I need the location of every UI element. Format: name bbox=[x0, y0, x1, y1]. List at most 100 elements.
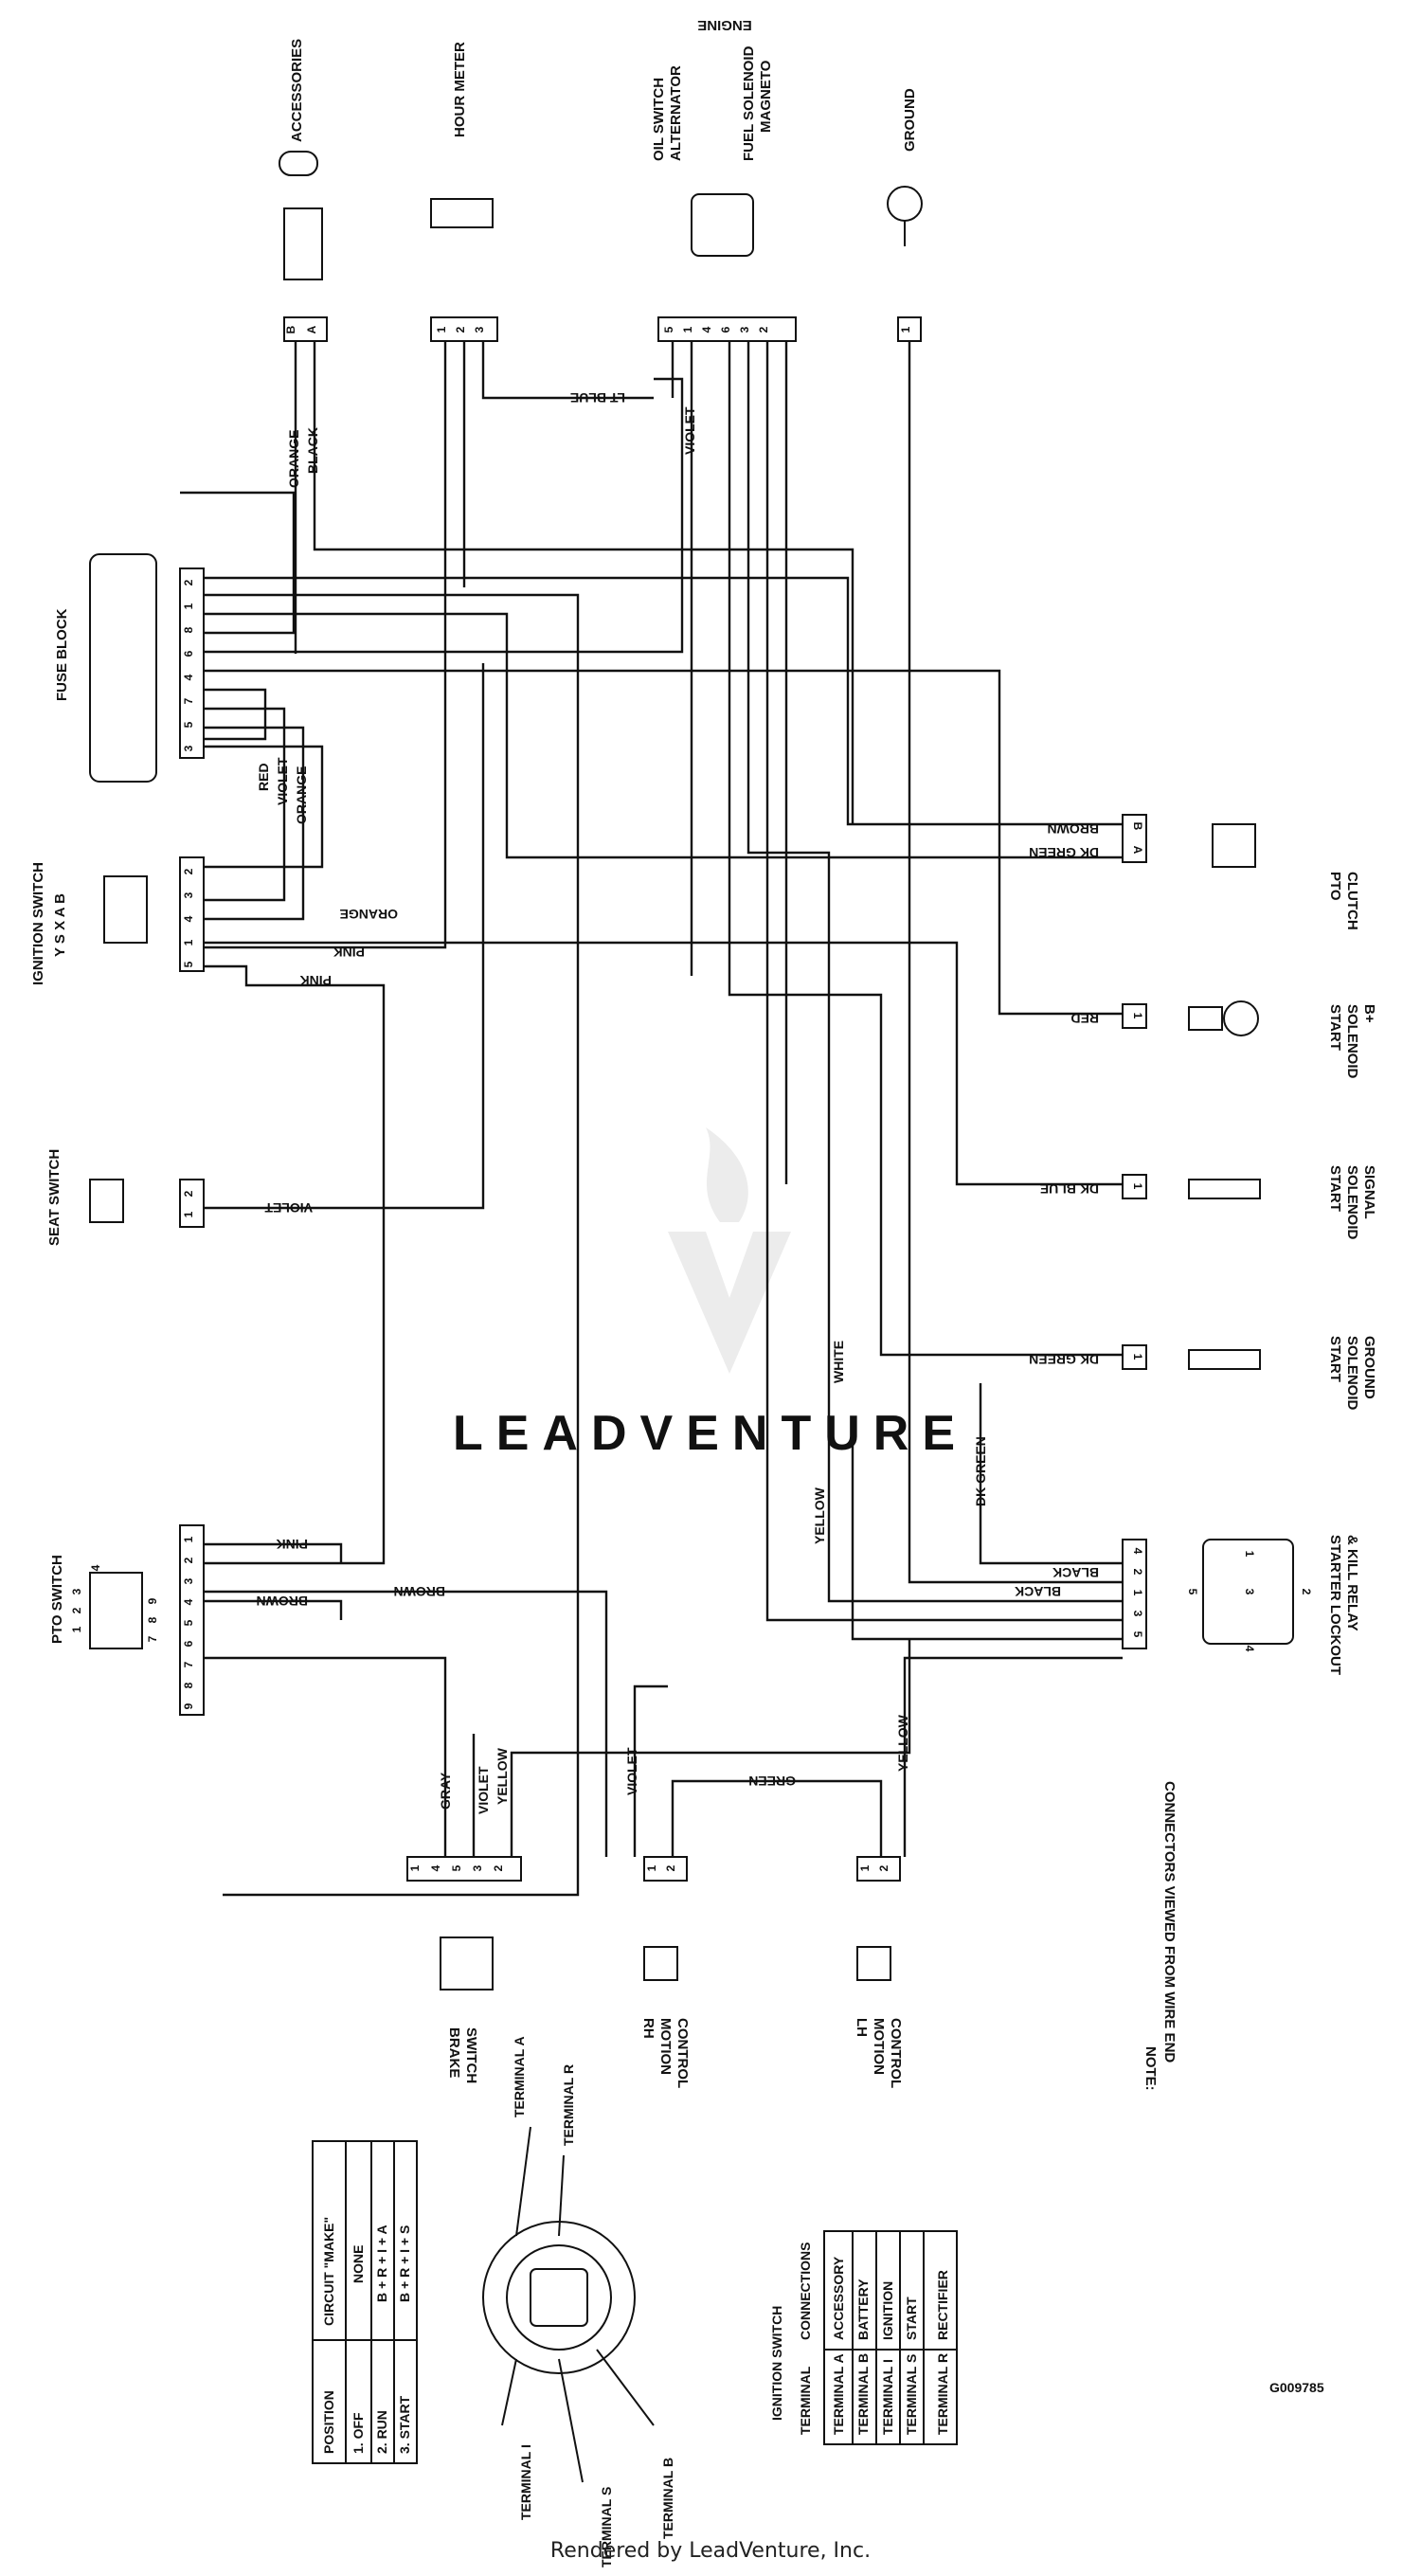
pin-brake-1: 1 bbox=[408, 1864, 422, 1871]
connection-table bbox=[823, 2230, 958, 2445]
engine-connector bbox=[657, 316, 797, 342]
pin-ign-4: 4 bbox=[182, 915, 195, 922]
start-solenoid-signal-connector bbox=[1122, 1174, 1147, 1199]
pos-header-position: POSITION bbox=[321, 2390, 336, 2454]
engine-plug-icon bbox=[691, 193, 754, 257]
label-alternator: ALTERNATOR bbox=[668, 65, 684, 161]
pin-relay-5: 5 bbox=[1131, 1631, 1144, 1638]
labels: ACCESSORIES HOUR METER ENGINE OIL SWITCH… bbox=[30, 17, 1377, 2395]
pin-gnd-1: 1 bbox=[899, 326, 912, 333]
watermark-logo-icon bbox=[668, 1232, 791, 1374]
connection-table-text: IGNITION SWITCH TERMINAL CONNECTIONS TER… bbox=[769, 2243, 950, 2435]
pin-sol-bplus-1: 1 bbox=[1131, 1013, 1144, 1019]
conn-header-connections: CONNECTIONS bbox=[798, 2243, 813, 2340]
seat-switch-connector bbox=[179, 1179, 205, 1228]
pin-relay-1: 1 bbox=[1131, 1590, 1144, 1596]
label-brake-1: BRAKE bbox=[446, 2027, 462, 2078]
pin-relay-2: 2 bbox=[1131, 1569, 1144, 1576]
rh-motion-connector bbox=[643, 1856, 688, 1882]
conn-row-3-terminal: TERMINAL I bbox=[880, 2359, 895, 2435]
pin-brake-5: 5 bbox=[450, 1864, 463, 1871]
label-lh-3: CONTROL bbox=[888, 2018, 904, 2088]
pin-relay-sym-4: 4 bbox=[1243, 1646, 1256, 1652]
terminal-label-i: TERMINAL I bbox=[518, 2444, 533, 2520]
terminal-label-b: TERMINAL B bbox=[660, 2458, 675, 2539]
ground-lug-icon bbox=[887, 186, 923, 222]
pin-pto-2: 2 bbox=[182, 1557, 195, 1563]
pin-fuse-1: 1 bbox=[182, 603, 195, 609]
pin-lh-1: 1 bbox=[858, 1864, 872, 1871]
conn-row-2-connection: BATTERY bbox=[855, 2279, 871, 2340]
pin-fuse-7: 7 bbox=[182, 697, 195, 704]
pin-lh-2: 2 bbox=[877, 1864, 890, 1871]
conn-row-4-connection: START bbox=[904, 2297, 919, 2340]
pin-pto-grid-1: 1 bbox=[70, 1626, 83, 1632]
pin-relay-4: 4 bbox=[1131, 1548, 1144, 1555]
pin-fuse-5: 5 bbox=[182, 721, 195, 728]
terminal-label-r: TERMINAL R bbox=[561, 2064, 576, 2146]
pin-pto-4: 4 bbox=[182, 1598, 195, 1605]
label-pto-switch: PTO SWITCH bbox=[49, 1555, 65, 1644]
pin-fuse-3: 3 bbox=[182, 745, 195, 751]
watermark: LEADVENTURE bbox=[453, 1127, 955, 1461]
label-fuel-solenoid: FUEL SOLENOID bbox=[741, 45, 757, 161]
fuse-block-icon bbox=[89, 553, 157, 783]
pin-rh-2: 2 bbox=[664, 1864, 677, 1871]
label-rh-3: CONTROL bbox=[675, 2018, 691, 2088]
wire-label-pink-ign: PINK bbox=[333, 945, 365, 960]
pin-pto-grid-4: 4 bbox=[89, 1564, 102, 1571]
wire-label-violet-engine: VIOLET bbox=[682, 406, 697, 455]
pin-numbers: B A 1 2 3 5 1 4 6 3 2 1 2 1 8 6 4 7 5 3 … bbox=[70, 325, 1313, 1871]
pin-fuse-4: 4 bbox=[182, 674, 195, 680]
wire-label-brown-pto2: BROWN bbox=[257, 1594, 308, 1609]
pin-pto-grid-9: 9 bbox=[146, 1597, 159, 1604]
pin-pto-grid-2: 2 bbox=[70, 1607, 83, 1613]
pos-row-1-circuit: NONE bbox=[351, 2245, 366, 2283]
lh-motion-icon bbox=[856, 1946, 891, 1981]
accessories-connector bbox=[283, 316, 328, 342]
pin-fuse-8: 8 bbox=[182, 626, 195, 633]
label-sol-ground-3: GROUND bbox=[1361, 1336, 1377, 1399]
pin-eng-2: 2 bbox=[757, 326, 770, 333]
footer-credit: Rendered by LeadVenture, Inc. bbox=[549, 2539, 872, 2563]
label-seat-switch: SEAT SWITCH bbox=[46, 1149, 63, 1246]
watermark-flame-icon bbox=[706, 1127, 748, 1222]
start-solenoid-ground-icon bbox=[1188, 1349, 1261, 1370]
ignition-switch-connector bbox=[179, 856, 205, 972]
wire-label-violet-rh: VIOLET bbox=[624, 1747, 639, 1795]
starter-relay-icon bbox=[1202, 1539, 1294, 1645]
conn-row-1-connection: ACCESSORY bbox=[831, 2256, 846, 2340]
pin-eng-6: 6 bbox=[719, 326, 732, 333]
label-note-text: CONNECTORS VIEWED FROM WIRE END bbox=[1161, 1781, 1178, 2063]
pos-row-3-circuit: B + R + I + S bbox=[397, 2225, 412, 2302]
pin-fuse-2: 2 bbox=[182, 579, 195, 585]
terminal-label-s: TERMINAL S bbox=[599, 2487, 614, 2567]
wire-label-gray: GRAY bbox=[438, 1772, 453, 1810]
terminal-label-a: TERMINAL A bbox=[512, 2036, 527, 2117]
pin-sol-ground-1: 1 bbox=[1131, 1354, 1144, 1360]
wire-label-dk-green-relay: DK GREEN bbox=[973, 1436, 988, 1506]
wire-label-violet-seat: VIOLET bbox=[264, 1200, 313, 1216]
label-rh-1: RH bbox=[640, 2018, 657, 2039]
pin-pto-7: 7 bbox=[182, 1661, 195, 1667]
pos-row-2-position: 2. RUN bbox=[374, 2410, 389, 2454]
pin-ign-3: 3 bbox=[182, 892, 195, 898]
pin-acc-a: A bbox=[305, 325, 318, 333]
label-rh-2: MOTION bbox=[657, 2018, 674, 2075]
pin-pto-1: 1 bbox=[182, 1536, 195, 1542]
pin-seat-1: 1 bbox=[182, 1211, 195, 1217]
pin-eng-4: 4 bbox=[700, 326, 713, 333]
wire-label-orange-ign: ORANGE bbox=[340, 907, 398, 922]
pto-clutch-connector bbox=[1122, 814, 1147, 863]
label-fuse-block: FUSE BLOCK bbox=[54, 608, 70, 701]
label-sol-bplus-2: SOLENOID bbox=[1344, 1004, 1360, 1079]
pin-relay-sym-2: 2 bbox=[1300, 1589, 1313, 1595]
pin-hm-2: 2 bbox=[454, 326, 467, 333]
pin-relay-sym-5: 5 bbox=[1186, 1589, 1199, 1595]
pin-seat-2: 2 bbox=[182, 1190, 195, 1197]
terminal-labels: TERMINAL A TERMINAL R TERMINAL I TERMINA… bbox=[512, 2036, 675, 2567]
label-sol-bplus-3: B+ bbox=[1361, 1004, 1377, 1023]
pin-eng-1: 1 bbox=[681, 326, 694, 333]
pos-row-2-circuit: B + R + I + A bbox=[374, 2225, 389, 2302]
